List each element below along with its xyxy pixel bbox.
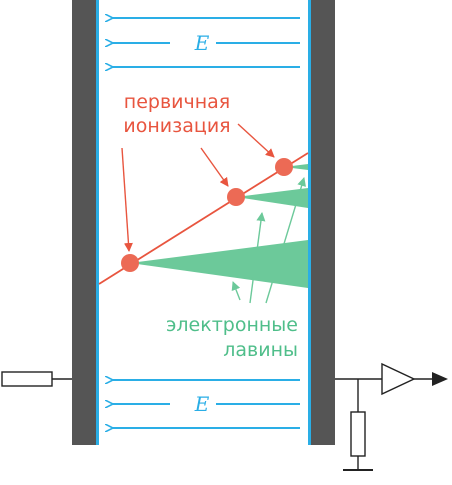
ionization-pointer-arrows [121, 123, 275, 252]
load-resistor-icon [350, 411, 366, 457]
avalanche-medium [236, 188, 308, 208]
right-electrode [311, 0, 335, 445]
ionization-point-1 [121, 254, 139, 272]
amplifier-triangle-icon [381, 362, 416, 396]
field-arrows-bottom [112, 380, 300, 428]
avalanche-large [130, 240, 308, 288]
primary-ionization-label-line1: первичная [124, 91, 230, 113]
electron-avalanches-label-line2: лавины [223, 339, 298, 361]
field-label-top: E [194, 31, 210, 55]
left-circuit [1, 371, 72, 387]
field-arrows-top [112, 18, 300, 67]
left-electrode-surface [96, 0, 99, 445]
field-label-bottom: E [194, 392, 210, 416]
right-electrode-surface [308, 0, 311, 445]
right-circuit [335, 362, 448, 471]
output-arrow-icon [432, 372, 448, 386]
resistor-icon [1, 371, 53, 387]
left-electrode [72, 0, 96, 445]
avalanche-pointer-arrows [231, 177, 306, 304]
ionization-point-2 [227, 188, 245, 206]
primary-ionization-label-line2: ионизация [123, 115, 230, 137]
avalanche-small [284, 164, 308, 170]
ionization-point-3 [275, 158, 293, 176]
electron-avalanches-label-line1: электронные [166, 314, 298, 336]
